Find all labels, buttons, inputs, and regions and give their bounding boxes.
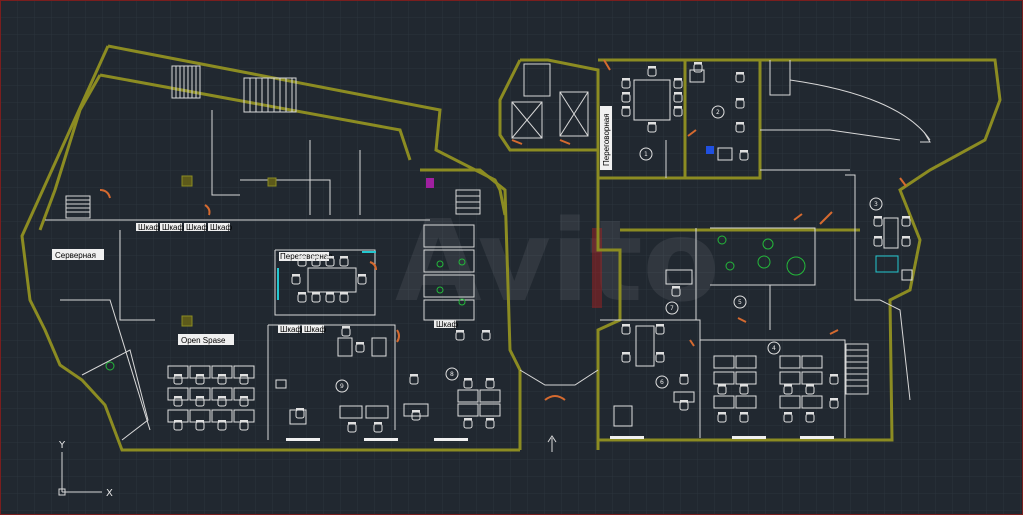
room-2-marker [711,105,725,119]
room-7-number: 7 [670,305,674,312]
staircase-left-3 [65,195,91,219]
room-6-number: 6 [660,379,664,386]
server-room-label-bg [52,249,104,260]
cabinet-label: Шкаф [280,325,302,334]
room-9-furniture [289,325,389,433]
cabinet-label: Шкаф [138,223,160,232]
watermark-accent [592,228,602,308]
elevator-shafts [511,63,589,139]
axis-y-label: Y [58,440,66,451]
riser-marker [426,178,434,188]
room-3-furniture [873,215,913,281]
window-strips [286,436,834,441]
room-6-furniture [613,323,695,427]
room-5-number: 5 [738,299,742,306]
wc-block [423,224,475,321]
cabinet-label: Шкаф [304,325,326,334]
room-9-marker [335,379,349,393]
central-entry [519,369,599,452]
server-room-label: Серверная [55,251,96,260]
room-8-marker [445,367,459,381]
right-wing-interior-lines [600,60,931,438]
right-wing-walls [598,58,1002,442]
left-entrance-area [81,349,149,441]
room-9-number: 9 [340,383,344,390]
staircase-left-1 [171,65,201,99]
open-space-desks [167,365,287,431]
cabinet-row-top: Шкаф Шкаф Шкаф Шкаф [136,223,232,232]
room-3-marker [869,197,883,211]
watermark: Avito [395,197,720,327]
room-7-furniture [665,269,693,297]
room-2-furniture [689,61,749,161]
meeting-room-left-label: Переговорная [280,252,333,261]
ucs-axis-icon [58,452,102,496]
axis-x-label: X [106,488,113,499]
cabinet-label: Шкаф [436,320,458,329]
room-7-marker [665,301,679,315]
svg-text:Переговорная: Переговорная [602,113,611,166]
room-4-marker [767,341,781,355]
room-6-marker [655,375,669,389]
room-1-furniture [621,65,683,133]
staircase-right [845,343,869,395]
room-1-number: 1 [644,151,648,158]
right-entrance [879,299,911,401]
room-5-sanitary [717,235,806,276]
meeting-table-left [277,251,376,303]
room-8-number: 8 [450,371,454,378]
cabinet-label: Шкаф [186,223,208,232]
cabinet-label: Шкаф [210,223,232,232]
staircase-left-2 [243,77,297,113]
central-corridor-stairs [455,189,481,215]
meeting-room-top-label: Переговорная [600,106,612,170]
room-4-number: 4 [772,345,776,352]
central-core-walls [420,58,622,450]
room-2-number: 2 [716,109,720,116]
doors [99,59,907,401]
cabinet-label: Шкаф [162,223,184,232]
room-1-marker [639,147,653,161]
room-5-marker [733,295,747,309]
left-wing-walls [20,44,520,452]
cabinet-row-bottom: Шкаф Шкаф Шкаф [278,320,458,334]
open-space-label-bg [178,334,234,345]
columns [181,175,277,327]
open-space-label: Open Spase [181,336,226,345]
room-3-number: 3 [874,201,878,208]
room-8-furniture [403,329,501,429]
